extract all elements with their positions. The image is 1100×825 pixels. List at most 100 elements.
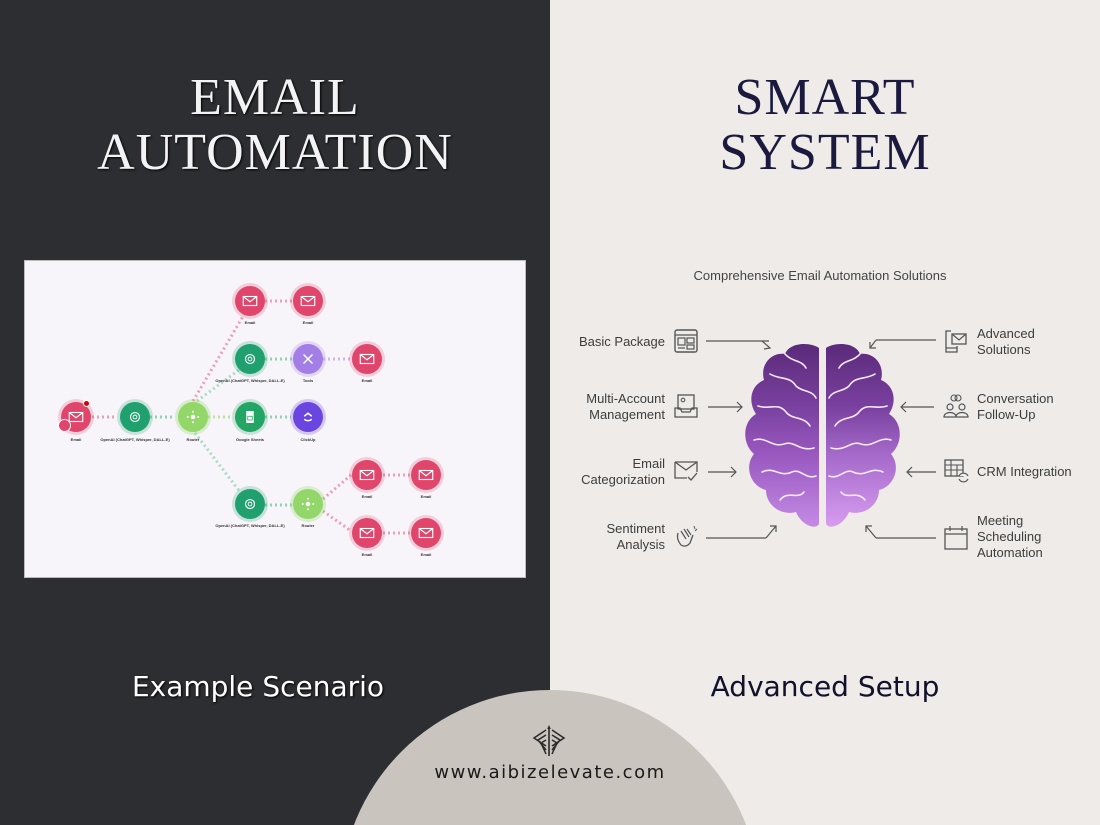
diagram-caption: Comprehensive Email Automation Solutions [693,268,947,283]
brain-icon [745,344,900,527]
email-node[interactable] [352,460,382,490]
envelope-icon [418,527,434,539]
node-label: OpenAI (ChatGPT, Whisper, DALL-E) [215,378,285,383]
node-label: ClickUp [300,437,316,442]
clock-icon [58,419,71,432]
arrow-icon [708,401,743,413]
node-label: Email [420,552,432,557]
envelope-icon [418,469,434,481]
feature-label: Multi-Account [586,391,665,406]
router-icon [301,497,315,511]
arrow-icon [708,466,737,478]
feature-label: Scheduling [977,529,1042,544]
email-node[interactable] [411,460,441,490]
tools-icon [302,353,314,365]
feature-label: Basic Package [579,334,665,349]
node-label: OpenAI (ChatGPT, Whisper, DALL-E) [100,437,170,442]
feature-label: Automation [977,545,1043,560]
clickup-node[interactable] [293,402,323,432]
feature-meeting-scheduling: Meeting Scheduling Automation [977,513,1097,561]
node-label: Email [361,494,373,499]
envelope-icon [359,527,375,539]
tools-node[interactable] [293,344,323,374]
left-panel: EMAIL AUTOMATION [0,0,550,825]
calendar-icon [944,526,968,550]
feature-label: Analysis [616,537,665,552]
arrow-icon [906,466,936,478]
advanced-setup-label: Advanced Setup [710,670,940,703]
envelope-icon [359,353,375,365]
email-node[interactable] [293,286,323,316]
feature-label: Email [632,456,665,471]
google-sheets-node[interactable] [235,402,265,432]
router-node[interactable] [293,489,323,519]
phone-mail-icon [945,330,967,353]
title-line-2: SYSTEM [719,124,931,181]
title-line-2: AUTOMATION [97,124,453,181]
table-sync-icon [944,459,969,483]
aibizelevate-logo-icon [532,725,566,756]
envelope-icon [68,411,84,423]
envelope-icon [359,469,375,481]
feature-label: Sentiment [606,521,665,536]
openai-icon [244,498,256,510]
connection-lines [87,299,411,535]
node-label: OpenAI (ChatGPT, Whisper, DALL-E) [215,523,285,528]
feature-basic-package: Basic Package [560,334,665,350]
right-panel: SMART SYSTEM Advanced Setup [550,0,1100,825]
email-node[interactable] [352,518,382,548]
email-node[interactable] [352,344,382,374]
website-link[interactable]: www.aibizelevate.com [434,762,666,783]
email-automation-title: EMAIL AUTOMATION [0,70,550,180]
envelope-icon [300,295,316,307]
title-line-1: EMAIL [190,69,360,126]
feature-label: Advanced [977,326,1035,341]
example-scenario-label: Example Scenario [131,670,385,703]
arrow-icon [865,525,936,539]
node-label: Email [244,320,256,325]
arrow-icon [706,525,777,539]
router-node[interactable] [178,402,208,432]
openai-icon [244,353,256,365]
feature-label: Meeting [977,513,1024,528]
openai-node[interactable] [120,402,150,432]
node-label: Email [361,378,373,383]
arrow-icon [869,339,936,349]
feature-conversation-follow-up: Conversation Follow-Up [977,391,1097,423]
smart-system-title: SMART SYSTEM [550,70,1100,180]
scenario-screenshot: Email OpenAI (ChatGPT, Whisper, DALL-E) … [24,260,526,578]
arrow-icon [706,340,772,350]
envelope-check-icon [674,461,698,481]
people-chat-icon [943,394,969,418]
feature-multi-account: Multi-Account Management [560,391,665,423]
feature-label: Conversation [977,391,1054,406]
node-label: Google Sheets [235,437,265,442]
node-label: Router [186,437,200,442]
openai-node[interactable] [235,344,265,374]
feature-label: Management [589,407,665,422]
node-label: Email [70,437,82,442]
feature-label: Solutions [977,342,1031,357]
feature-label: Follow-Up [977,407,1036,422]
feature-label: Categorization [581,472,665,487]
email-node[interactable] [235,286,265,316]
node-label: Email [302,320,314,325]
email-node[interactable] [411,518,441,548]
title-line-1: SMART [734,69,916,126]
clapping-hands-icon [676,525,698,547]
arrow-icon [900,401,934,413]
feature-label: CRM Integration [977,464,1072,479]
feature-sentiment-analysis: Sentiment Analysis [560,521,665,553]
node-label: Tools [302,378,314,383]
openai-icon [129,411,141,423]
spreadsheet-icon [246,411,254,423]
node-label: Email [420,494,432,499]
clickup-icon [303,412,313,422]
node-label: Email [361,552,373,557]
openai-node[interactable] [235,489,265,519]
envelope-icon [242,295,258,307]
feature-email-categorization: Email Categorization [560,456,665,488]
inbox-tray-icon [674,394,698,418]
feature-crm-integration: CRM Integration [977,464,1097,480]
node-label: Router [301,523,315,528]
